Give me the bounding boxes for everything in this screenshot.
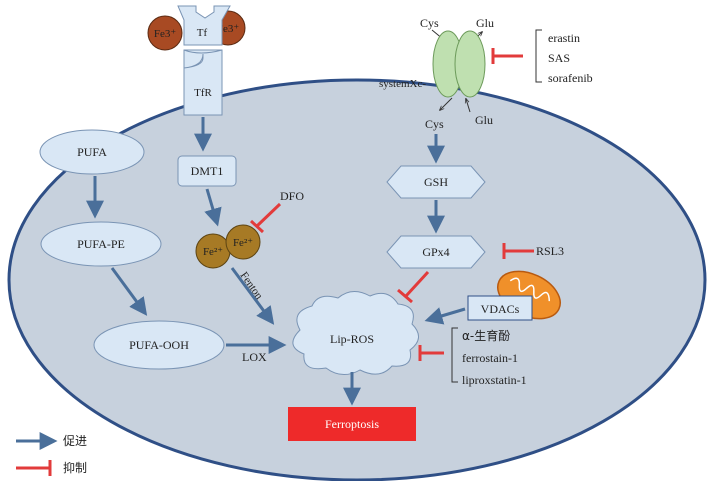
dfo-label: DFO [280,189,304,203]
dmt1-node: DMT1 [177,155,237,187]
fe2-right-label: Fe²⁺ [233,237,253,249]
tfr-shape [183,49,223,116]
gpx4-label: GPx4 [422,245,449,259]
rsl3-inhibition: RSL3 [502,243,564,259]
cys-top-label: Cys [420,16,439,30]
pufa-ooh-node: PUFA-OOH [93,320,225,370]
fe2-pair: Fe²⁺ Fe²⁺ [195,224,261,269]
lip-ros-label: Lip-ROS [330,332,374,346]
arrow-pufa-pe-to-pufa-ooh [110,267,148,316]
pufa-pe-node: PUFA-PE [40,221,162,267]
tf-label: Tf [197,27,208,39]
inhibitor-ferrostain: ferrostain-1 [462,351,518,365]
pufa-node: PUFA [39,129,145,175]
tfr-receptor: TfR [183,49,223,116]
gpx4-node: GPx4 [386,235,486,269]
rsl3-label: RSL3 [536,244,564,258]
gpx4-inhibits-lip-ros [397,270,430,304]
vdacs-label: VDACs [481,302,520,316]
dmt1-label: DMT1 [191,164,224,178]
inhibitor-sorafenib: sorafenib [548,71,593,85]
ferroptosis-box: Ferroptosis [288,407,416,441]
system-xc-transporter: Cys Glu systemXc- Cys Glu [379,16,494,131]
lox-label: LOX [242,350,267,364]
inhibitor-tocopherol: α-生育酚 [462,328,510,343]
tfr-label: TfR [194,87,212,99]
transferrin-complex: Fe3⁺ Fe3⁺ Tf [147,5,246,51]
lip-ros-inhibition: α-生育酚 ferrostain-1 liproxstatin-1 [418,327,527,387]
inhibitor-liproxstatin: liproxstatin-1 [462,373,527,387]
system-xc-inhibition: erastin SAS sorafenib [491,29,593,85]
ferroptosis-label: Ferroptosis [325,417,379,431]
pufa-ooh-label: PUFA-OOH [129,338,189,352]
legend-promote-label: 促进 [63,434,87,448]
pufa-label: PUFA [77,145,107,159]
fe3-left-circle [147,15,183,51]
cys-bottom-label: Cys [425,117,444,131]
lip-ros-cloud: Lip-ROS [292,291,419,375]
legend-inhibit-label: 抑制 [63,460,87,475]
fe2-left-label: Fe²⁺ [203,246,223,258]
pufa-pe-label: PUFA-PE [77,237,125,251]
dfo-inhibition: DFO [249,189,304,234]
system-xc-label: systemXc- [379,78,426,90]
vdacs-node: VDACs [467,295,533,321]
gsh-node: GSH [386,165,486,199]
tf-shape [177,5,231,46]
fe2-right-circle [225,224,261,260]
arrow-dmt1-to-fe2 [204,188,222,227]
inhibitor-erastin: erastin [548,31,580,45]
legend: 促进 抑制 [16,432,87,476]
glu-top-label: Glu [476,16,494,30]
glu-bottom-label: Glu [475,113,493,127]
transporter-right [454,30,486,98]
gsh-label: GSH [424,175,448,189]
arrow-vdacs-to-lip-ros [424,307,466,325]
inhibitor-sas: SAS [548,51,570,65]
arrow-fe2-to-liprос [230,267,275,325]
fe3-left-label: Fe3⁺ [154,28,177,40]
